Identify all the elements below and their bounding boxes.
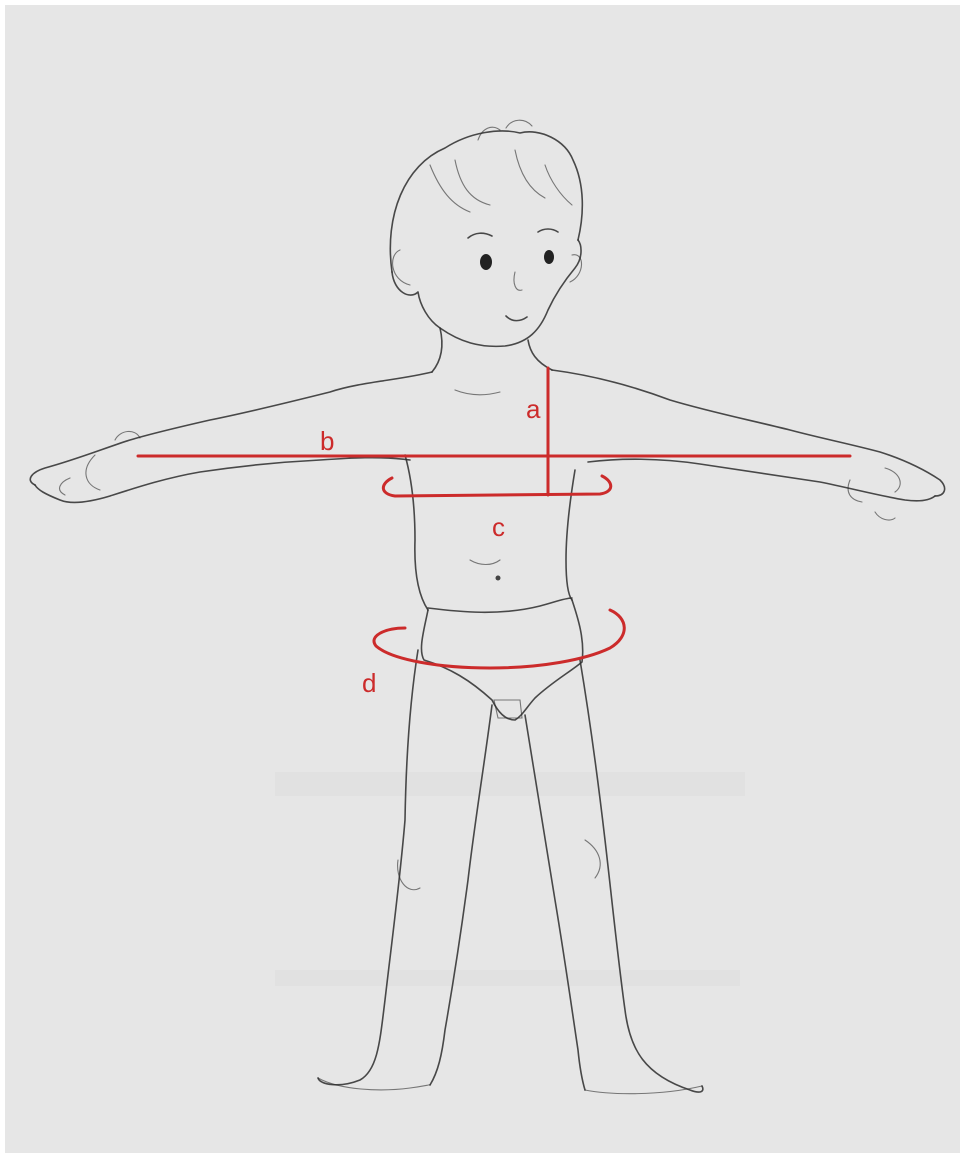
scan-band-upper [275,772,745,796]
measurement-a-label: a [526,394,541,424]
scan-band-lower [275,970,740,986]
eye-right [544,250,554,264]
measurement-d-label: d [362,668,376,698]
navel [496,576,501,581]
measurement-c-label: c [492,512,505,542]
measurement-b-label: b [320,426,334,456]
eye-left [480,254,492,270]
